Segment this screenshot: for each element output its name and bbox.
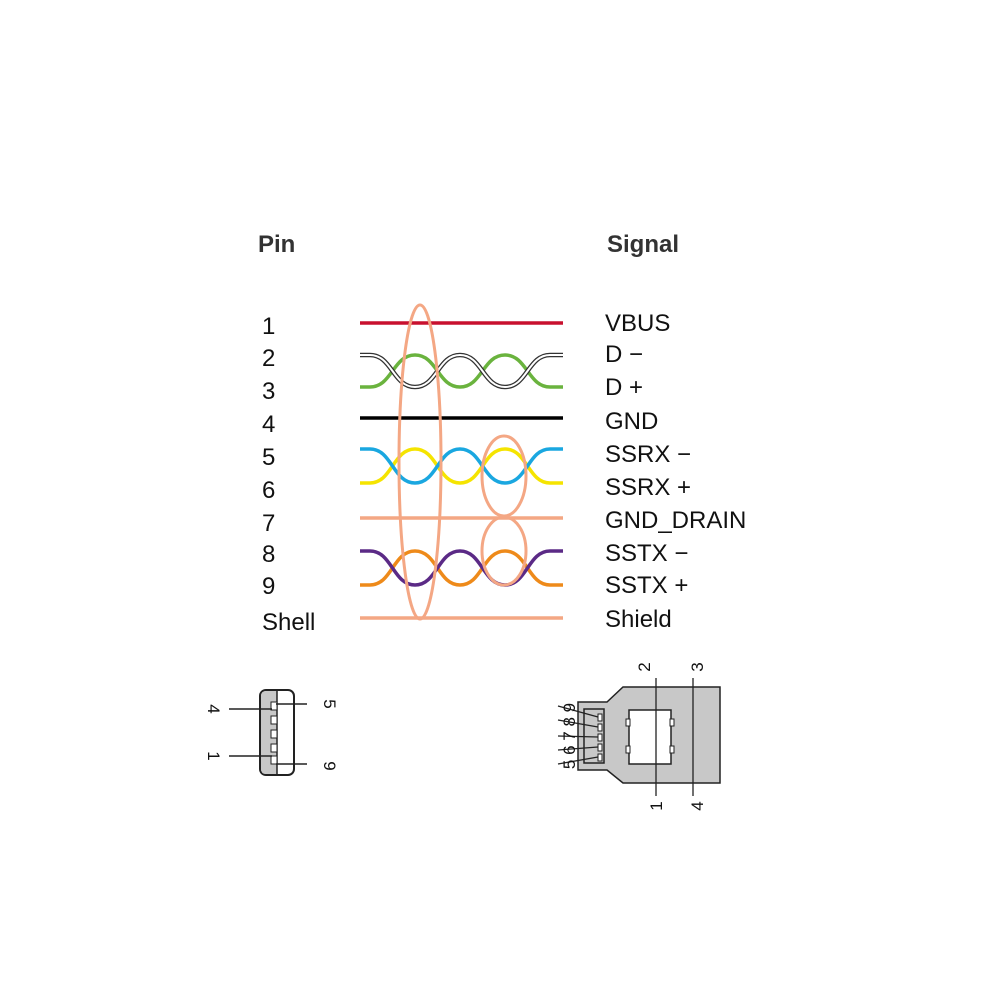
conn-b-pin-3: 3 bbox=[688, 662, 707, 671]
conn-a-pin-5: 5 bbox=[320, 699, 339, 708]
wire-sstx-minus bbox=[360, 549, 563, 587]
signal-label: GND_DRAIN bbox=[605, 507, 746, 534]
conn-a-pin-9: 9 bbox=[320, 761, 339, 770]
conn-a-pin-1: 1 bbox=[204, 751, 223, 760]
wire-d-plus bbox=[360, 353, 563, 389]
conn-b-pin-4: 4 bbox=[688, 801, 707, 810]
shield-ellipse-sstx bbox=[480, 515, 528, 587]
signal-label: D − bbox=[605, 341, 643, 368]
pin-label: 3 bbox=[262, 378, 275, 405]
wire-ssrx-minus bbox=[360, 447, 563, 485]
pin-header: Pin bbox=[258, 231, 295, 258]
conn-a-pin-4: 4 bbox=[204, 704, 223, 713]
signal-label: VBUS bbox=[605, 310, 670, 337]
signal-label: Shield bbox=[605, 606, 672, 633]
pin-label: 4 bbox=[262, 411, 275, 438]
signal-label: SSTX − bbox=[605, 540, 688, 567]
pin-label: Shell bbox=[262, 609, 315, 636]
pin-label: 1 bbox=[262, 313, 275, 340]
signal-label: SSRX + bbox=[605, 474, 691, 501]
signal-label: SSTX + bbox=[605, 572, 688, 599]
wires bbox=[360, 321, 563, 620]
wire-sstx-plus bbox=[360, 549, 563, 587]
wire-d-minus bbox=[360, 353, 563, 389]
pin-label: 6 bbox=[262, 477, 275, 504]
conn-b-pin-1: 1 bbox=[647, 801, 666, 810]
conn-b-pin-2: 2 bbox=[635, 662, 654, 671]
shield-ellipse-overall bbox=[397, 303, 443, 621]
pin-label: 9 bbox=[262, 573, 275, 600]
usb-b-connector: 2 3 1 4 5 6 7 8 9 bbox=[557, 662, 721, 811]
pin-label: 2 bbox=[262, 345, 275, 372]
pin-label: 5 bbox=[262, 444, 275, 471]
conn-b-pins-5-9: 5 6 7 8 9 bbox=[560, 703, 579, 769]
signal-label: D + bbox=[605, 374, 643, 401]
signal-header: Signal bbox=[607, 231, 679, 258]
pin-label: 8 bbox=[262, 541, 275, 568]
signal-label: GND bbox=[605, 408, 658, 435]
signal-label: SSRX − bbox=[605, 441, 691, 468]
pin-label: 7 bbox=[262, 510, 275, 537]
usb-a-connector: 4 1 5 9 bbox=[204, 689, 339, 776]
